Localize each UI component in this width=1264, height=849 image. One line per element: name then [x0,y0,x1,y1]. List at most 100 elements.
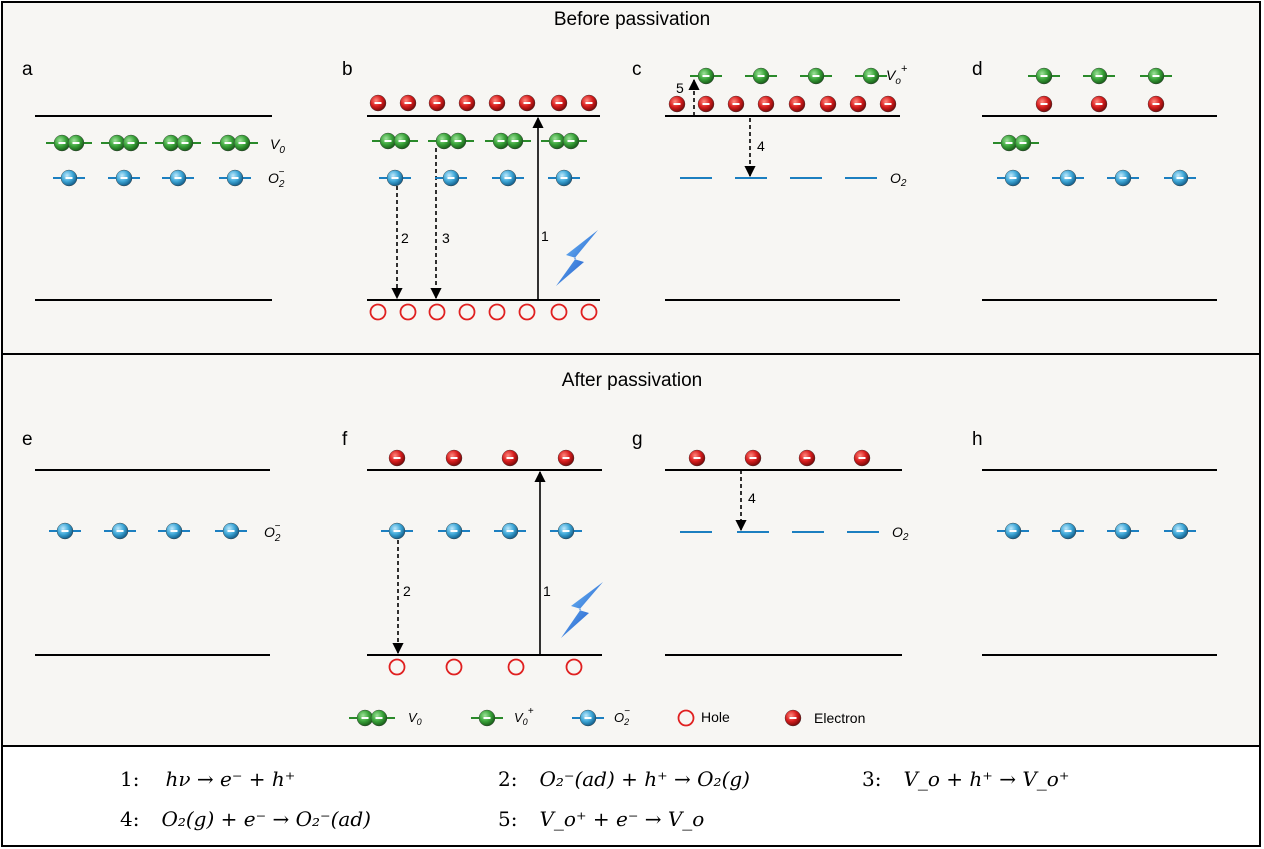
vo-plus-particle [862,67,880,85]
vo-particle [1014,134,1032,152]
hole [428,303,446,321]
vo-particle [393,132,411,150]
hole [458,303,476,321]
vo-particle [176,134,194,152]
legend-vo-label: V0 [408,710,422,727]
vo-plus-particle [1090,67,1108,85]
panel-b-num-1: 1 [541,228,549,244]
panel-c-voplus-label: Vo+ [886,63,908,87]
panel-label-c: c [632,59,642,80]
panel-f-num-1: 1 [543,583,551,599]
o2-minus-particle [56,522,74,540]
panel-label-a: a [22,59,33,80]
band-edges [35,115,1217,656]
electron-particle [757,95,775,113]
o2-minus-particle [388,522,406,540]
vo-particle [67,134,85,152]
electron-particle [853,449,871,467]
electron-particle [445,449,463,467]
transition-arrows [391,78,756,655]
electron-particle [879,95,897,113]
equation-3: 3:V_o + h⁺ → V_o⁺ [862,767,1069,791]
vo-particle [122,134,140,152]
o2-minus-particle [501,522,519,540]
o2-minus-particle [499,169,517,187]
o2-minus-particle [111,522,129,540]
o2-minus-particle [445,522,463,540]
o2-minus-particle [226,169,244,187]
legend-electron-label: Electron [814,710,865,726]
vo-particle [379,132,397,150]
hole [445,658,463,676]
equation-1: 1:hν → e⁻ + h⁺ [120,767,295,791]
o2-minus-particle [222,522,240,540]
o2-minus-particle [1059,522,1077,540]
panel-f-lightning-icon [561,582,603,638]
legend-marks [349,709,802,727]
before-panel-background [1,1,1261,355]
vo-plus-particle [697,67,715,85]
vo-plus-particle [1035,67,1053,85]
electron-particle [458,94,476,112]
after-panel-background [1,353,1261,747]
o2-minus-particle [165,522,183,540]
panel-e-o2minus-label: O2− [264,521,281,544]
electron-particle [369,94,387,112]
electron-particle [744,449,762,467]
electron-particle [668,95,686,113]
o2-minus-particle [60,169,78,187]
o2-minus-particle [1171,522,1189,540]
panel-a-vo-label: V0 [270,136,285,156]
equation-4: 4:O₂(g) + e⁻ → O₂⁻(ad) [120,807,371,831]
panel-label-e: e [22,429,33,450]
panel-c-num-4: 4 [757,138,765,154]
electron-particle [550,94,568,112]
o2-levels [680,177,879,533]
electron-particle [388,449,406,467]
vo-particle [356,709,374,727]
o2-minus-particle [1171,169,1189,187]
electron-particle [788,95,806,113]
o2-minus-particle [579,709,597,727]
electron-particle [1035,95,1053,113]
legend: V0 V0+ O2− Hole Electron [349,706,865,727]
vo-particle [108,134,126,152]
electron-particle [557,449,575,467]
electron-particle [488,94,506,112]
panel-b-lightning-icon [556,230,598,286]
electron-particle [784,709,802,727]
electron-particle [1147,95,1165,113]
panel-c-num-5: 5 [676,80,684,96]
hole [369,303,387,321]
vo-plus-particle [807,67,825,85]
panel-label-f: f [342,429,348,450]
panel-f-num-2: 2 [403,583,411,599]
electron-particle [849,95,867,113]
panel-label-g: g [632,429,643,450]
electron-particle [798,449,816,467]
legend-o2minus-label: O2− [614,706,630,727]
hole [677,709,695,727]
equation-2: 2:O₂⁻(ad) + h⁺ → O₂(g) [498,767,750,791]
o2-minus-particle [1004,169,1022,187]
electron-particle [697,95,715,113]
panel-g-o2-label: O2 [892,524,909,543]
o2-minus-particle [1114,522,1132,540]
o2-minus-particle [1114,169,1132,187]
electron-particle [580,94,598,112]
hole [507,658,525,676]
panel-c-o2-label: O2 [890,170,907,189]
vo-particle [548,132,566,150]
equation-5: 5:V_o⁺ + e⁻ → V_o [498,807,704,831]
before-passivation-title: Before passivation [554,9,710,30]
electron-particle [727,95,745,113]
panel-label-d: d [972,59,983,80]
vo-particle [492,132,510,150]
legend-hole-label: Hole [701,709,730,725]
electron-particle [688,449,706,467]
vo-particle [449,132,467,150]
electron-particle [399,94,417,112]
panel-b-num-3: 3 [442,230,450,246]
hole [565,658,583,676]
